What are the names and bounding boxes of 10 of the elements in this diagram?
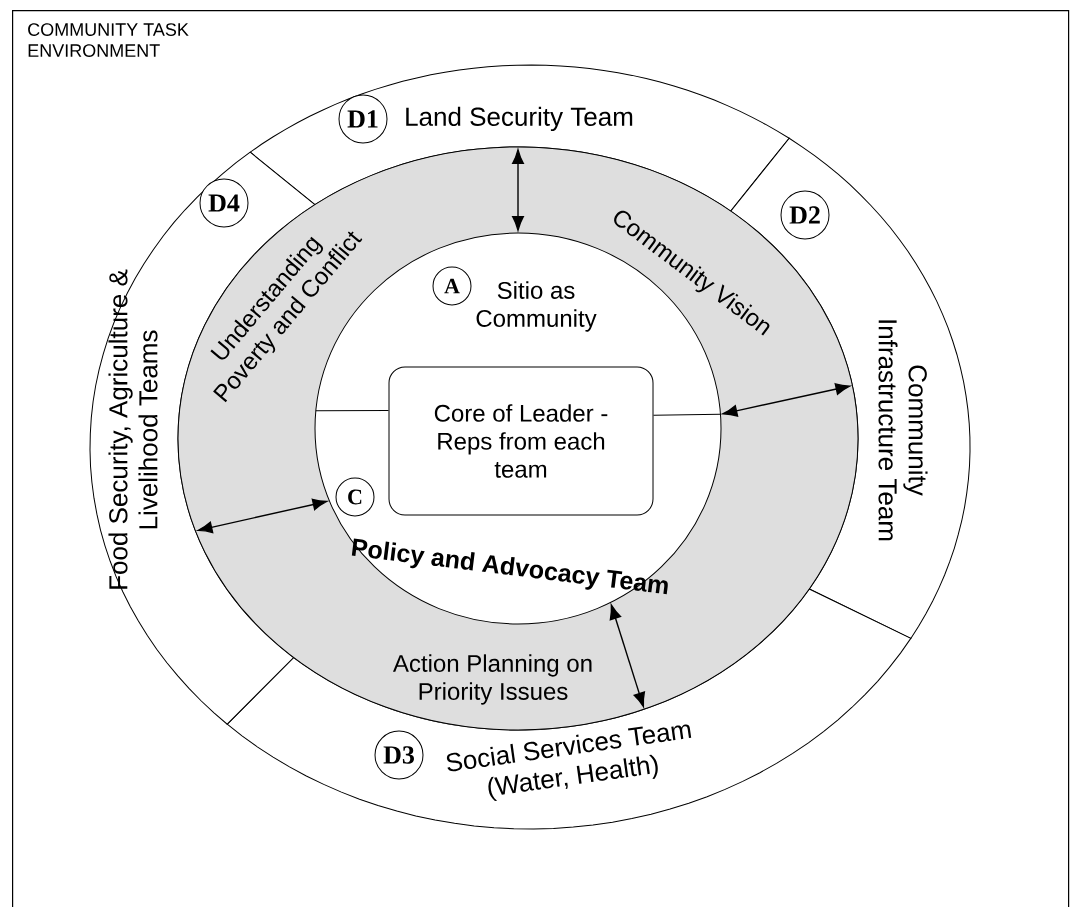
connector-line [315, 409, 389, 412]
arrow [512, 149, 524, 231]
frame-label: COMMUNITY TASK ENVIRONMENT [28, 23, 189, 57]
arrow [609, 604, 646, 708]
connector-line [653, 413, 721, 416]
arrow [197, 498, 328, 534]
arrow [722, 383, 851, 417]
core-box: Core of Leader - Reps from each team [388, 366, 654, 516]
ring-label: Action Planning on Priority Issues [393, 654, 592, 705]
circle-label: Sitio as Community [476, 281, 597, 332]
